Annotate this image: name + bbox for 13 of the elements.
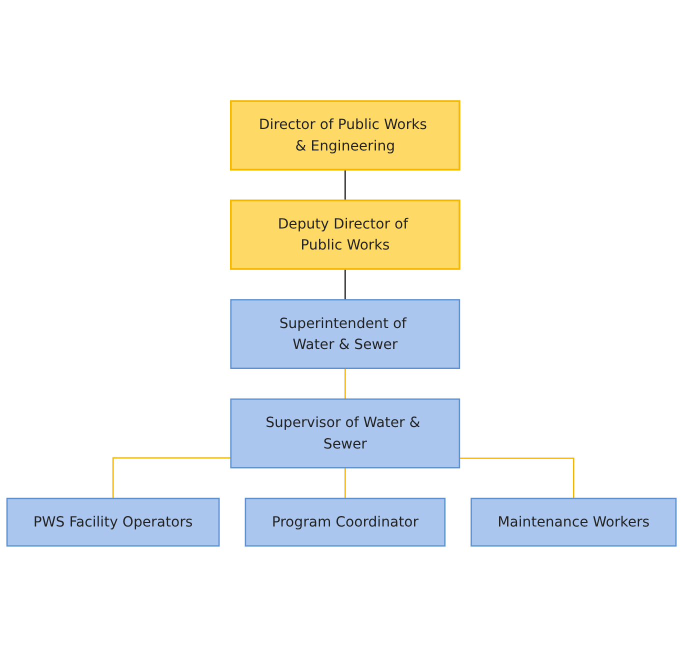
node-box: Superintendent of Water & Sewer bbox=[230, 299, 460, 369]
node-box: Director of Public Works & Engineering bbox=[230, 100, 460, 171]
connector bbox=[112, 457, 231, 498]
connector bbox=[344, 268, 346, 300]
connector bbox=[344, 168, 346, 200]
node-box: Supervisor of Water & Sewer bbox=[230, 398, 460, 468]
node-box: Maintenance Workers bbox=[470, 498, 677, 547]
node-box: Deputy Director of Public Works bbox=[230, 200, 460, 270]
node-box: PWS Facility Operators bbox=[6, 498, 220, 547]
node-box: Program Coordinator bbox=[244, 498, 446, 547]
connector bbox=[344, 467, 346, 498]
connector bbox=[344, 368, 346, 400]
connector bbox=[459, 458, 574, 498]
